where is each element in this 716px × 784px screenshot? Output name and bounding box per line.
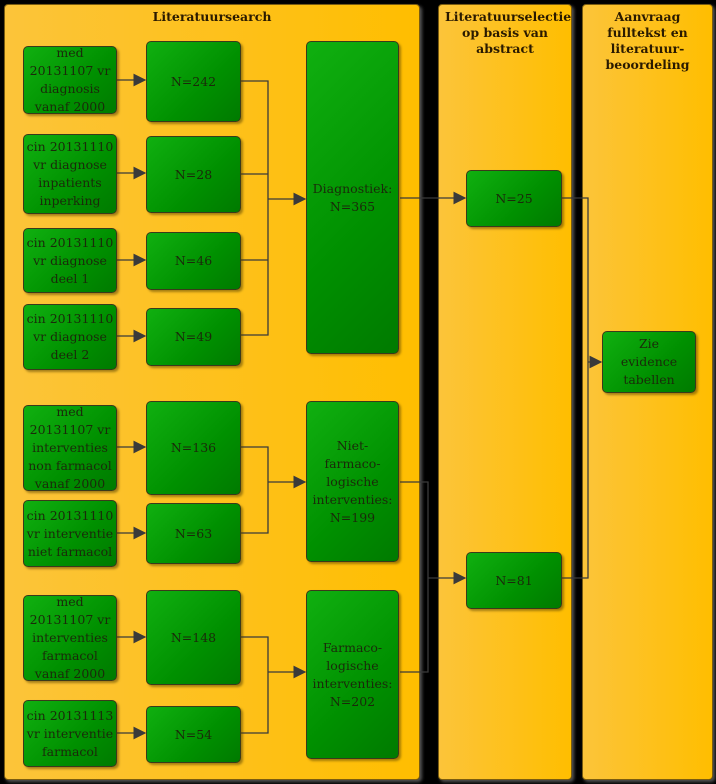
selection-box: N=25 xyxy=(466,170,562,227)
count-box: N=54 xyxy=(146,706,241,763)
column-literatuurselectie: Literatuurselectie op basis van abstract xyxy=(438,4,572,780)
group-niet-farmacologisch: Niet-farmaco-logische interventies: N=19… xyxy=(306,401,399,562)
group-farmacologisch: Farmaco-logische interventies: N=202 xyxy=(306,590,399,759)
count-box: N=63 xyxy=(146,503,241,564)
source-box: cin 20131113 vr interventie farmacol xyxy=(23,700,117,767)
result-box: Zie evidence tabellen xyxy=(602,331,696,393)
source-box: cin 20131110 vr diagnose deel 2 xyxy=(23,304,117,370)
source-box: med 20131107 vr interventies farmacol va… xyxy=(23,594,117,681)
column-title: Literatuursearch xyxy=(152,9,272,24)
group-diagnostiek: Diagnostiek: N=365 xyxy=(306,41,399,354)
count-box: N=28 xyxy=(146,136,241,213)
count-box: N=242 xyxy=(146,41,241,122)
count-box: N=49 xyxy=(146,308,241,366)
source-box: cin 20131110 vr interventie niet farmaco… xyxy=(23,500,117,567)
source-box: med 20131107 vr interventies non farmaco… xyxy=(23,404,117,491)
selection-box: N=81 xyxy=(466,552,562,609)
count-box: N=46 xyxy=(146,232,241,290)
source-box: cin 20131110 vr diagnose deel 1 xyxy=(23,228,117,293)
count-box: N=148 xyxy=(146,590,241,685)
source-box: med 20131107 vr diagnosis vanaf 2000 xyxy=(23,45,117,114)
column-title: Aanvraag fulltekst en literatuur-beoorde… xyxy=(605,9,690,72)
count-box: N=136 xyxy=(146,401,241,495)
source-box: cin 20131110 vr diagnose inpatients inpe… xyxy=(23,134,117,214)
column-title: Literatuurselectie op basis van abstract xyxy=(445,9,572,56)
